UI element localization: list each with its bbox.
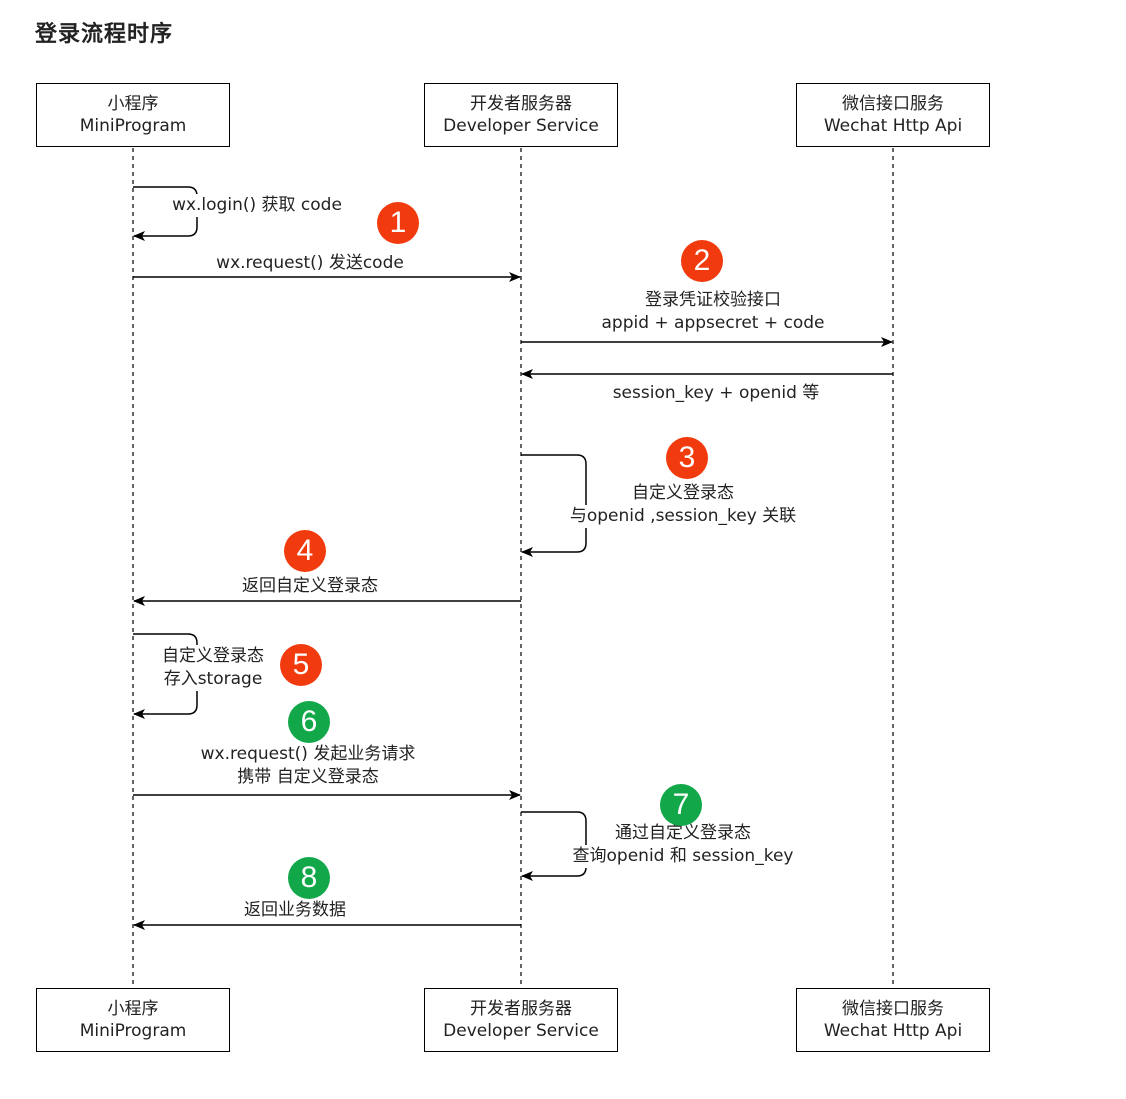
step-badge-2: 2: [681, 240, 723, 282]
participant-miniprogram-bottom: 小程序 MiniProgram: [36, 988, 230, 1052]
participant-name-en: Wechat Http Api: [823, 1021, 963, 1041]
message-label: 自定义登录态 与openid ,session_key 关联: [550, 482, 816, 528]
step-badge-5: 5: [280, 644, 322, 686]
message-label-line: 登录凭证校验接口: [645, 290, 781, 310]
message-label: session_key + openid 等: [596, 382, 836, 405]
message-label: wx.request() 发起业务请求 携带 自定义登录态: [170, 743, 446, 789]
message-label: 自定义登录态 存入storage: [148, 645, 278, 691]
participant-developer-service-bottom: 开发者服务器 Developer Service: [424, 988, 618, 1052]
message-label: 返回业务数据: [200, 899, 390, 922]
message-label-line: 返回自定义登录态: [242, 576, 378, 596]
message-label-line: 查询openid 和 session_key: [550, 845, 816, 868]
message-label-line: wx.login() 获取 code: [172, 194, 342, 217]
step-badge-4: 4: [284, 530, 326, 572]
participant-name-en: Wechat Http Api: [823, 116, 963, 136]
message-label-line: 存入storage: [163, 669, 263, 689]
message-label-line: 携带 自定义登录态: [237, 767, 379, 787]
participant-name-en: Developer Service: [443, 116, 599, 136]
participant-name-cn: 微信接口服务: [842, 94, 944, 114]
arrow-custom-login-state: [521, 454, 587, 557]
step-badge-7: 7: [660, 784, 702, 826]
step-badge-8: 8: [288, 857, 330, 899]
message-label-line: appid + appsecret + code: [601, 313, 825, 333]
participant-name-cn: 开发者服务器: [470, 94, 572, 114]
diagram-title: 登录流程时序: [35, 22, 174, 47]
message-label: 返回自定义登录态: [200, 575, 420, 598]
participant-name-cn: 微信接口服务: [842, 999, 944, 1019]
message-label: 通过自定义登录态 查询openid 和 session_key: [550, 822, 816, 868]
participant-name-en: MiniProgram: [79, 1021, 187, 1041]
message-label-line: session_key + openid 等: [612, 383, 820, 403]
participant-name-cn: 小程序: [107, 94, 159, 114]
participant-name-en: MiniProgram: [79, 116, 187, 136]
message-label: wx.login() 获取 code: [150, 194, 364, 217]
step-badge-3: 3: [666, 437, 708, 479]
message-label: 登录凭证校验接口 appid + appsecret + code: [593, 289, 833, 335]
message-label-line: 自定义登录态: [162, 646, 264, 666]
participant-wechat-api-top: 微信接口服务 Wechat Http Api: [796, 83, 990, 147]
step-badge-1: 1: [377, 202, 419, 244]
step-badge-6: 6: [288, 701, 330, 743]
participant-miniprogram-top: 小程序 MiniProgram: [36, 83, 230, 147]
message-label-line: wx.request() 发送code: [216, 253, 404, 273]
message-label-line: 与openid ,session_key 关联: [550, 505, 816, 528]
arrow-query-openid: [521, 811, 587, 881]
participant-wechat-api-bottom: 微信接口服务 Wechat Http Api: [796, 988, 990, 1052]
message-label-line: wx.request() 发起业务请求: [200, 744, 416, 764]
message-label: wx.request() 发送code: [190, 252, 430, 275]
participant-name-cn: 开发者服务器: [470, 999, 572, 1019]
participant-name-cn: 小程序: [107, 999, 159, 1019]
message-label-line: 通过自定义登录态: [615, 823, 751, 843]
message-label-line: 自定义登录态: [632, 483, 734, 503]
participant-developer-service-top: 开发者服务器 Developer Service: [424, 83, 618, 147]
message-label-line: 返回业务数据: [244, 900, 346, 920]
participant-name-en: Developer Service: [443, 1021, 599, 1041]
